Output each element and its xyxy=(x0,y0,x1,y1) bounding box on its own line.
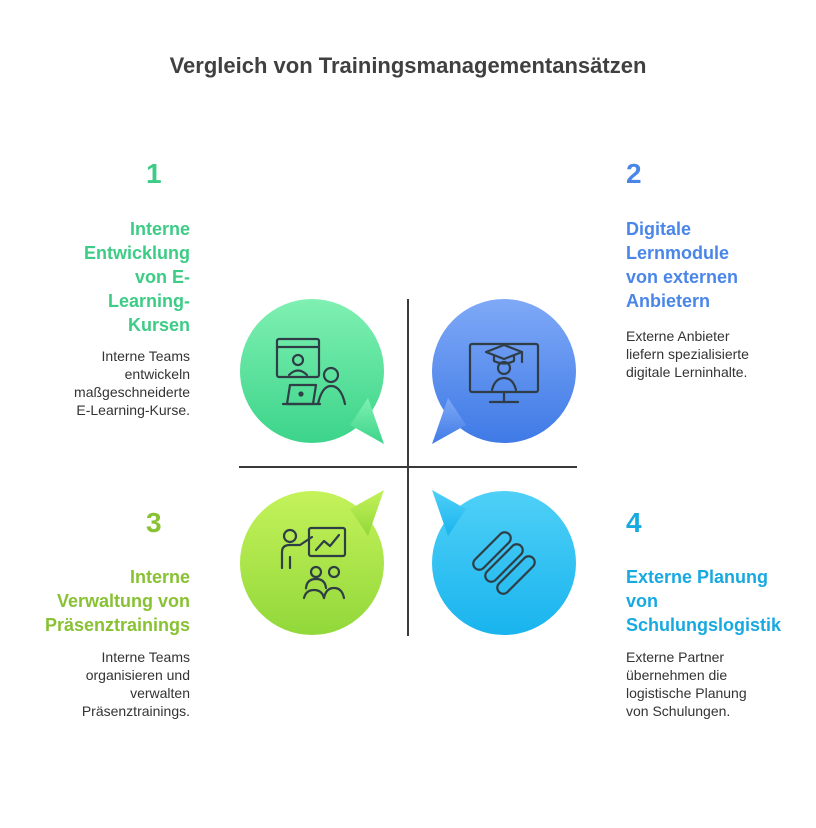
bubble-4 xyxy=(432,490,576,635)
graduation-monitor-icon xyxy=(468,342,540,404)
quadrant-4-number: 4 xyxy=(626,507,642,538)
quadrant-2-description: Externe Anbieter liefern spezialisierte … xyxy=(626,328,749,380)
bubble-2 xyxy=(432,299,576,444)
bubble-1 xyxy=(240,299,384,444)
quadrant-3-heading: Interne Verwaltung von Präsenztrainings xyxy=(44,567,190,635)
quadrant-3-description: Interne Teams organisieren und verwalten… xyxy=(81,649,190,719)
presenter-audience-icon xyxy=(280,526,347,600)
video-call-laptop-icon xyxy=(275,337,347,406)
quadrant-2-number: 2 xyxy=(626,158,642,189)
quadrant-4-heading: Externe Planung von Schulungslogistik xyxy=(626,567,782,635)
diagram-title: Vergleich von Trainingsmanagementansätze… xyxy=(169,53,647,78)
quadrant-1-number: 1 xyxy=(146,158,162,189)
logistics-links-icon xyxy=(472,531,536,595)
quadrant-1-heading: Interne Entwicklung von E- Learning- Kur… xyxy=(83,219,190,335)
quadrant-4-description: Externe Partner übernehmen die logistisc… xyxy=(626,649,747,719)
quadrant-1-description: Interne Teams entwickeln maßgeschneidert… xyxy=(74,348,190,418)
bubble-3 xyxy=(240,490,384,635)
quadrant-3-number: 3 xyxy=(146,507,162,538)
quadrant-2-heading: Digitale Lernmodule von externen Anbiete… xyxy=(626,219,739,311)
